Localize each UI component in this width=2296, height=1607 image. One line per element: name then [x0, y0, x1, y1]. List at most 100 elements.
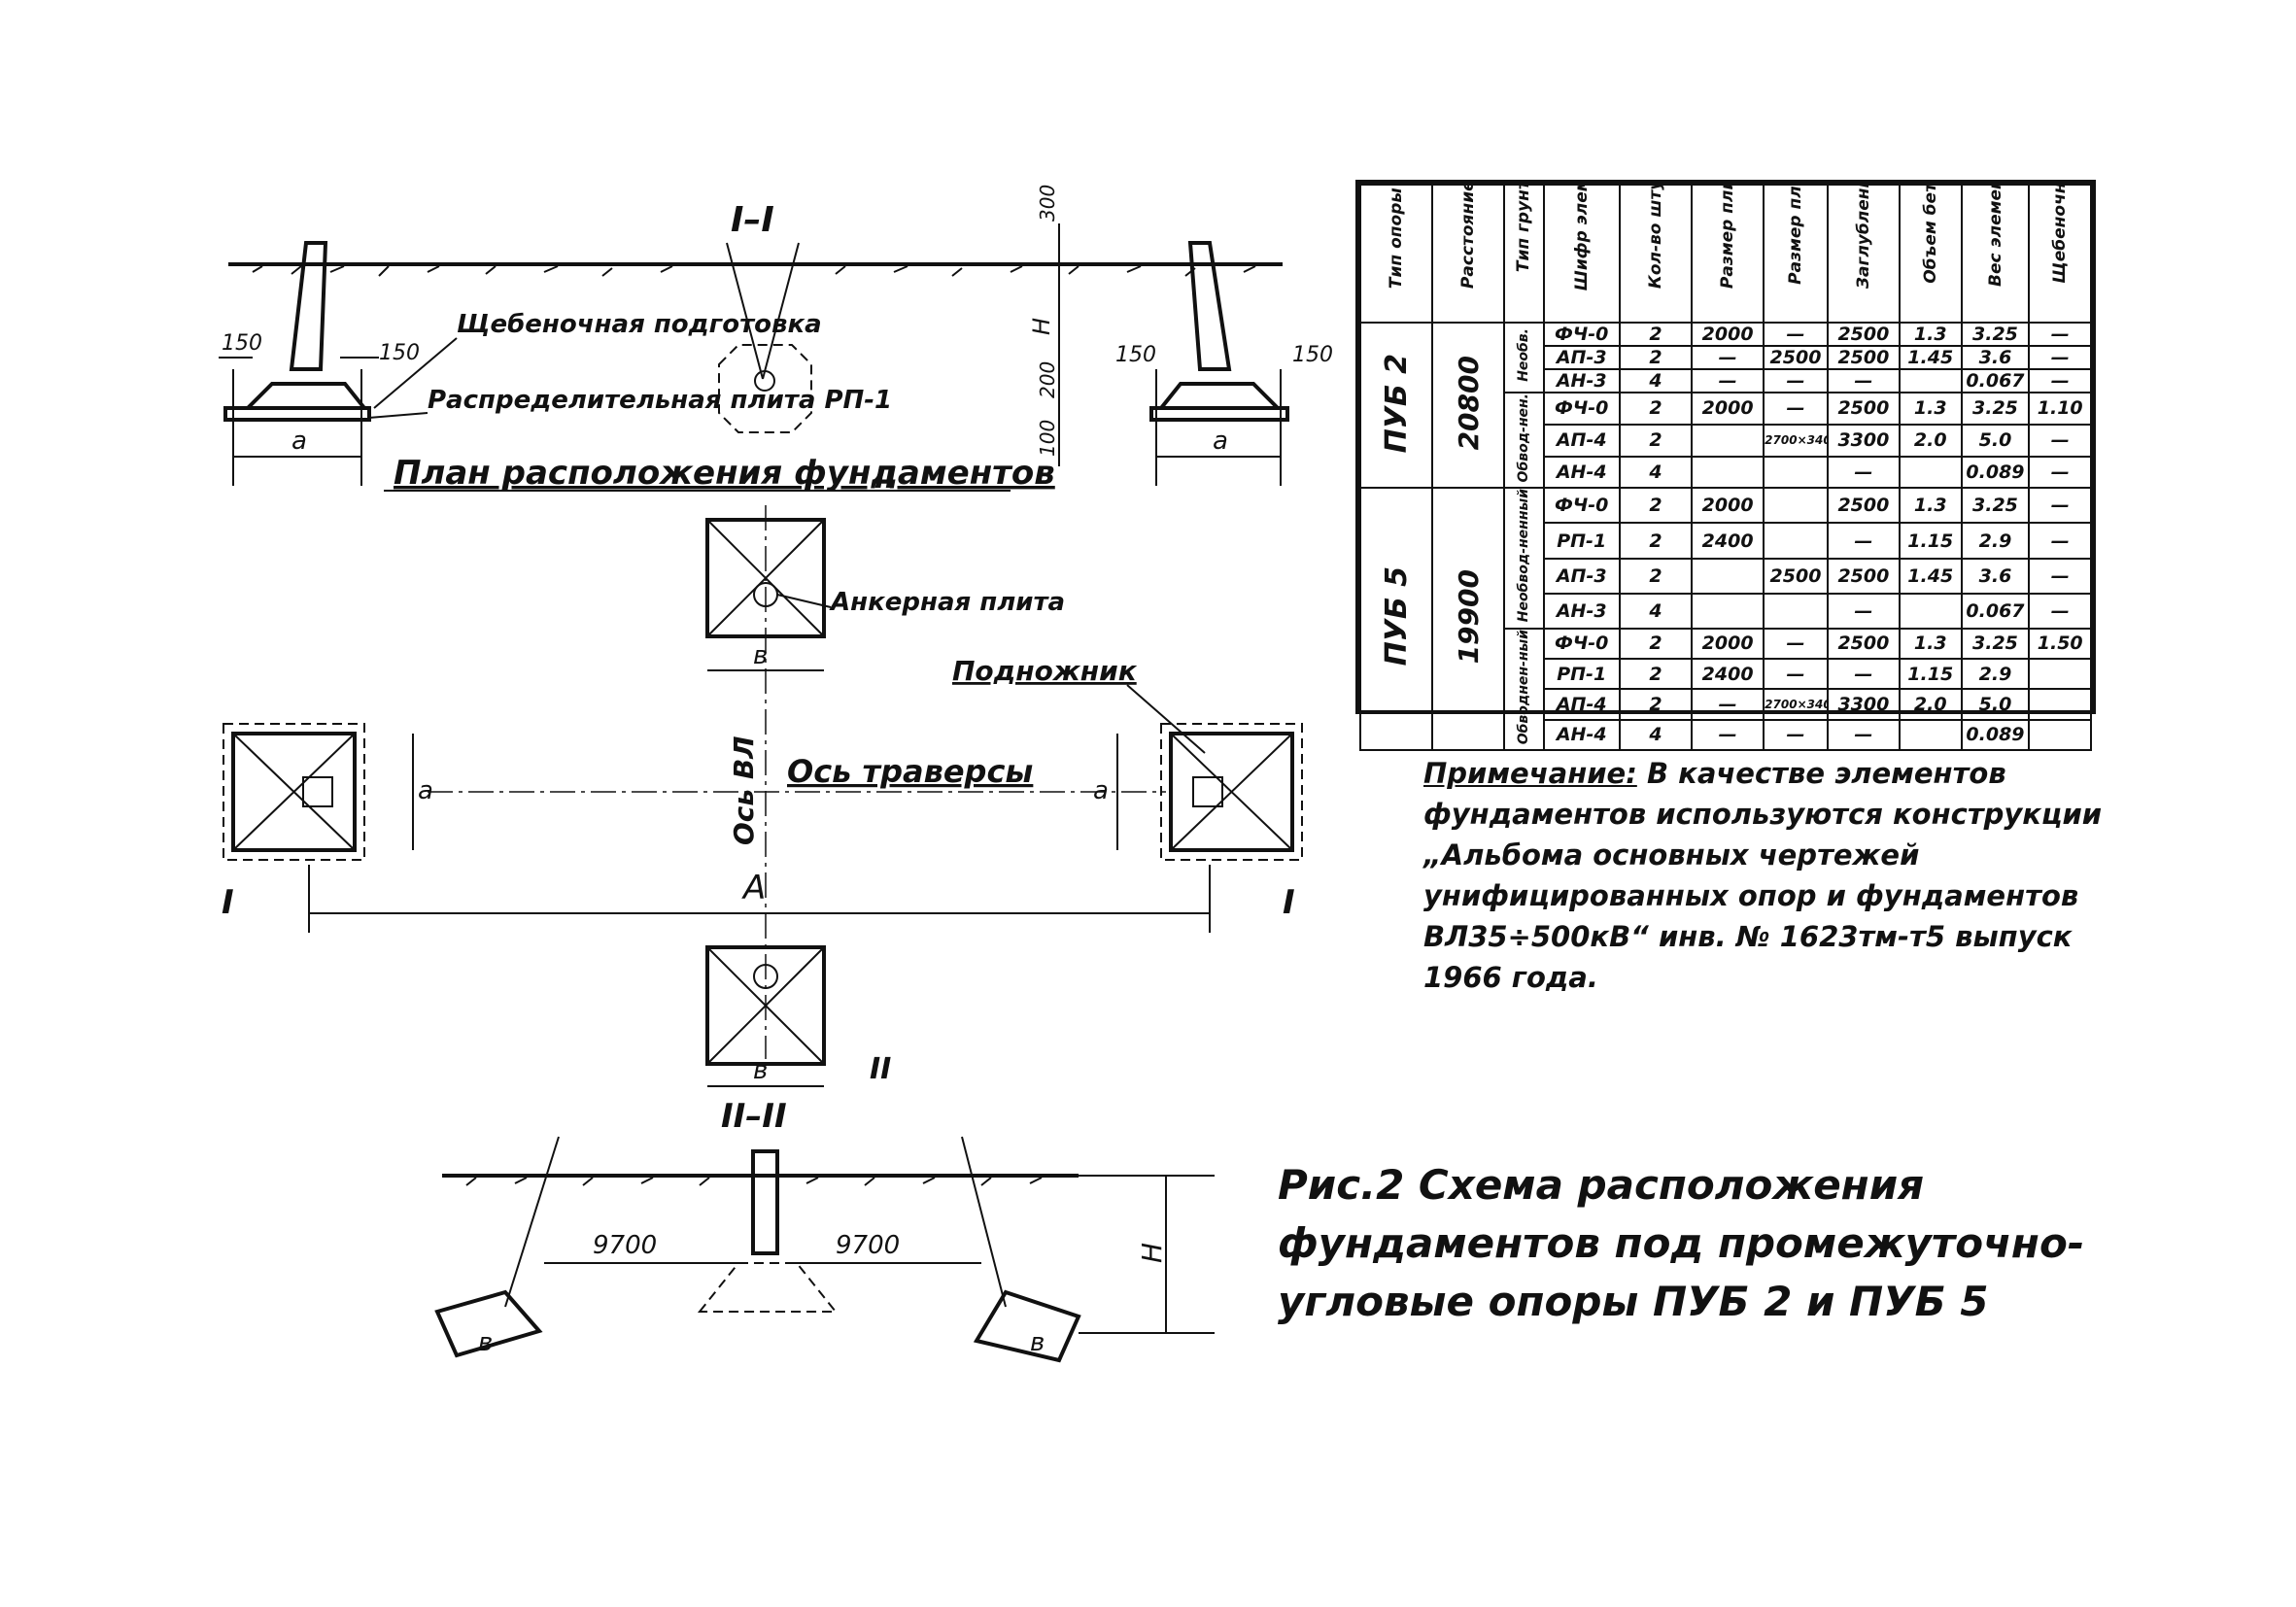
table-cell: 3.6 [1960, 557, 2031, 595]
table-cell: 1.45 [1898, 345, 1963, 370]
table-header-cell: Объем бетона на элемент м³ [1898, 184, 1963, 324]
table-cell [1691, 592, 1765, 630]
table-cell: 5.0 [1960, 688, 2031, 721]
table-header-cell: Размер плиты, в [1763, 184, 1829, 324]
table-header-cell: Заглубление фундамента Н [1826, 184, 1901, 324]
table-cell: 2 [1618, 657, 1694, 691]
table-cell: 2500 [1826, 392, 1901, 426]
table-cell: 3.25 [1960, 487, 2031, 525]
table-cell: 4 [1618, 592, 1694, 630]
table-cell: — [1826, 592, 1901, 630]
section-mark-II-top: II [874, 462, 896, 496]
table-cell: 4 [1618, 718, 1694, 751]
table-cell [1898, 592, 1963, 630]
table-cell: 3300 [1826, 423, 1901, 458]
table-cell [1898, 718, 1963, 751]
table-cell: 3.25 [1960, 627, 2031, 660]
table-cell: АН-3 [1542, 368, 1621, 393]
dim-150-left-2: 150 [379, 341, 420, 365]
table-cell: 2 [1618, 557, 1694, 595]
table-cell: 2000 [1691, 322, 1765, 347]
table-cell: 2 [1618, 627, 1694, 660]
table-cell: 2 [1618, 392, 1694, 426]
cell-distance: 20800 [1431, 321, 1506, 490]
table-cell: 2700×3400 [1763, 423, 1829, 458]
section-title-I: I–I [731, 200, 774, 240]
table-cell: — [2028, 592, 2092, 630]
plan-footing-right [1116, 723, 1303, 861]
table-cell: — [1763, 627, 1829, 660]
table-cell: 2400 [1691, 657, 1765, 691]
table-header-row: Тип опорыРасстояние между фундаментами, … [1358, 184, 2092, 324]
table-cell: 2 [1618, 322, 1694, 347]
table-cell: АП-4 [1542, 688, 1621, 721]
dim-a-right: a [1213, 427, 1228, 456]
table-header-cell: Шифр элемента [1542, 184, 1621, 324]
dim-300: 300 [1036, 185, 1059, 222]
table-header-cell: Размер плиты, а [1691, 184, 1765, 324]
table-cell: — [2028, 455, 2092, 490]
table-cell: 3300 [1826, 688, 1901, 721]
label-axis-vl: Ось ВЛ [728, 736, 760, 845]
table-header-cell: Щебеночная подготовка м³ [2028, 184, 2092, 324]
table-header-cell: Вес элемента т [1960, 184, 2031, 324]
table-cell: 2.0 [1898, 423, 1963, 458]
note: Примечание: В качестве элементов фундаме… [1423, 753, 2104, 998]
table-cell: 3.25 [1960, 322, 2031, 347]
table-cell: 2.9 [1960, 522, 2031, 560]
table-header-cell: Тип опоры [1358, 184, 1434, 324]
dim-b-left-footing: в [478, 1328, 493, 1357]
table-cell [1763, 592, 1829, 630]
table-cell: — [1826, 657, 1901, 691]
note-text: В качестве элементов фундаментов использ… [1423, 757, 2103, 994]
table-cell [1691, 423, 1765, 458]
table-cell: 2 [1618, 487, 1694, 525]
table-cell: — [1826, 455, 1901, 490]
section-I-anchor [718, 242, 812, 433]
dim-9700-left: 9700 [593, 1231, 657, 1260]
table-cell: 1.15 [1898, 657, 1963, 691]
table-cell: 4 [1618, 368, 1694, 393]
table-cell: 2400 [1691, 522, 1765, 560]
cell-distance: 19900 [1431, 487, 1506, 751]
table-cell: 2 [1618, 345, 1694, 370]
table-cell: — [2028, 368, 2092, 393]
table-cell: ФЧ-0 [1542, 627, 1621, 660]
ground-line-bottom [442, 1174, 1079, 1186]
table-cell: 1.3 [1898, 392, 1963, 426]
table-cell: 2500 [1826, 557, 1901, 595]
table-cell [1691, 455, 1765, 490]
cell-soil: Обвод-нен. [1503, 391, 1545, 490]
table-cell: — [2028, 487, 2092, 525]
table-cell: — [1763, 322, 1829, 347]
table-cell: АН-4 [1542, 718, 1621, 751]
table-cell: 2700×3400 [1763, 688, 1829, 721]
table-cell [1898, 455, 1963, 490]
table-cell [1898, 368, 1963, 393]
table-cell [2028, 657, 2092, 691]
table-cell: АН-3 [1542, 592, 1621, 630]
table-cell: РП-1 [1542, 522, 1621, 560]
table-cell: АП-3 [1542, 557, 1621, 595]
table-header-cell: Расстояние между фундаментами, А [1431, 184, 1506, 324]
table-header-cell: Кол-во штук [1618, 184, 1694, 324]
table-cell: 2000 [1691, 627, 1765, 660]
label-anchor-slab: Анкерная плита [829, 588, 1065, 617]
table-cell [1763, 455, 1829, 490]
ground-line-top [228, 262, 1283, 277]
section-mark-I-right: I [1283, 883, 1295, 922]
table-cell: — [1826, 368, 1901, 393]
table-cell: 2500 [1826, 322, 1901, 347]
dim-a-plan-left: a [418, 776, 433, 805]
table-cell: 2000 [1691, 487, 1765, 525]
table-cell: — [2028, 345, 2092, 370]
note-label: Примечание: [1423, 757, 1637, 790]
table-cell: — [1826, 718, 1901, 751]
table-cell: — [2028, 322, 2092, 347]
